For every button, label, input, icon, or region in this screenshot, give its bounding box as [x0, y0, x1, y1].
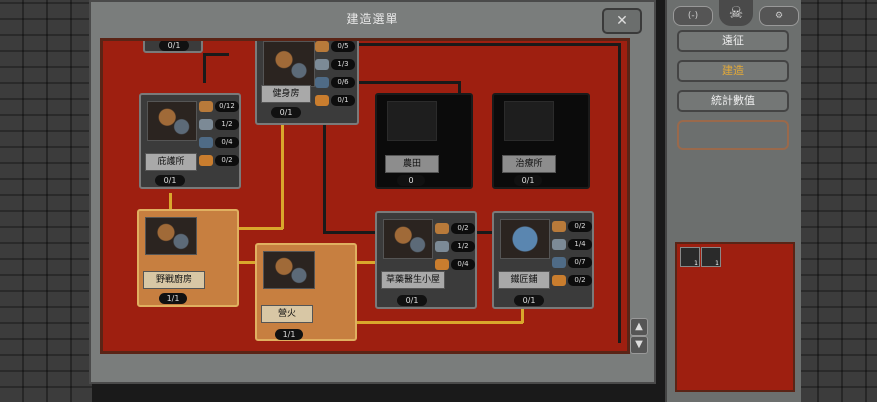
herb-hut-image [383, 219, 433, 259]
resource-1: 0/12 [199, 101, 241, 112]
building-name: 營火 [261, 305, 313, 323]
resource-4: 0/1 [315, 95, 357, 106]
building-name: 健身房 [261, 85, 311, 103]
building-count: 1/1 [159, 293, 187, 304]
path-line [323, 231, 383, 234]
field-kitchen-image [145, 217, 197, 255]
gold-path-line [169, 193, 172, 213]
gold-path-line [353, 261, 393, 264]
dialog-title: 建造選單 [346, 12, 399, 26]
building-name: 庇護所 [145, 153, 197, 171]
building-card-campfire[interactable]: 營火 1/1 [255, 243, 357, 341]
menu-expedition-button[interactable]: 遠征 [677, 30, 789, 52]
building-count: 0/1 [155, 175, 185, 186]
skull-icon: ☠ [719, 0, 753, 26]
building-count: 0/1 [514, 175, 542, 186]
gold-path-line [353, 321, 523, 324]
shelter-image [147, 101, 197, 141]
building-count: 0/1 [514, 295, 544, 306]
building-card-shelter[interactable]: 0/12 1/2 0/4 0/2 庇護所 0/1 [139, 93, 241, 189]
resource-2: 1/3 [315, 59, 357, 70]
resource-3: 0/7 [552, 257, 594, 268]
building-tree-board: 0/1 0/5 1/3 0/6 0/1 健身房 0/1 0/12 1/2 0/4… [100, 38, 630, 354]
building-name: 草藥醫生小屋 [381, 271, 445, 289]
ore-icon[interactable]: 1 [680, 247, 700, 267]
building-count: 1/1 [275, 329, 303, 340]
resource-3: 0/6 [315, 77, 357, 88]
treatment-image [504, 101, 554, 141]
building-count: 0/1 [271, 107, 301, 118]
menu-stats-button[interactable]: 統計數值 [677, 90, 789, 112]
building-count: 0/1 [397, 295, 427, 306]
campfire-image [263, 251, 315, 289]
building-name: 鐵匠鋪 [498, 271, 550, 289]
stone-icon[interactable]: 1 [701, 247, 721, 267]
building-card-herb-hut[interactable]: 0/2 1/2 0/4 草藥醫生小屋 0/1 [375, 211, 477, 309]
scroll-down-button[interactable]: ▼ [630, 336, 648, 354]
path-line [458, 81, 461, 95]
building-card-gym[interactable]: 0/5 1/3 0/6 0/1 健身房 0/1 [255, 41, 359, 125]
gold-path-line [281, 119, 284, 229]
building-name: 野戰廚房 [143, 271, 205, 289]
path-line [321, 81, 461, 84]
path-line [203, 53, 229, 56]
resource-4: 0/2 [199, 155, 241, 166]
side-panel: (-) ☠ ⚙ 遠征 建造 統計數值 1 1 [665, 0, 801, 402]
empty-slot-outline [677, 120, 789, 150]
building-count: 0 [397, 175, 425, 186]
inventory-panel: 1 1 [675, 242, 795, 392]
smithy-image [500, 219, 550, 259]
farm-image [387, 101, 437, 141]
building-card-top-left[interactable]: 0/1 [143, 41, 203, 53]
building-name: 治療所 [502, 155, 556, 173]
path-line [203, 53, 206, 83]
resource-3: 0/4 [435, 259, 477, 270]
path-line [323, 121, 326, 233]
stone-wall-right [795, 0, 877, 402]
path-line [618, 43, 621, 343]
building-card-field-kitchen[interactable]: 野戰廚房 1/1 [137, 209, 239, 307]
building-count: 0/1 [159, 41, 189, 51]
resource-1: 0/2 [552, 221, 594, 232]
resource-3: 0/4 [199, 137, 241, 148]
building-card-treatment[interactable]: 治療所 0/1 [492, 93, 590, 189]
menu-build-button[interactable]: 建造 [677, 60, 789, 82]
resource-4: 0/2 [552, 275, 594, 286]
building-card-farm[interactable]: 農田 0 [375, 93, 473, 189]
gold-path-line [233, 261, 263, 264]
path-line [321, 43, 621, 46]
gold-path-line [521, 301, 524, 323]
build-menu-dialog: 建造選單 ✕ 0/1 0/5 1/3 0/6 0/1 健身房 0/ [89, 0, 656, 384]
building-name: 農田 [385, 155, 439, 173]
toggle-button[interactable]: (-) [673, 6, 713, 26]
close-button[interactable]: ✕ [602, 8, 642, 34]
resource-2: 1/2 [435, 241, 477, 252]
hammer-cross-icon: ✕ [616, 13, 628, 29]
scroll-up-button[interactable]: ▲ [630, 318, 648, 336]
resource-1: 0/2 [435, 223, 477, 234]
resource-2: 1/4 [552, 239, 594, 250]
building-card-smithy[interactable]: 0/2 1/4 0/7 0/2 鐵匠鋪 0/1 [492, 211, 594, 309]
settings-button[interactable]: ⚙ [759, 6, 799, 26]
resource-2: 1/2 [199, 119, 241, 130]
resource-1: 0/5 [315, 41, 357, 52]
gym-image [263, 41, 315, 87]
stone-wall-left [0, 0, 92, 402]
